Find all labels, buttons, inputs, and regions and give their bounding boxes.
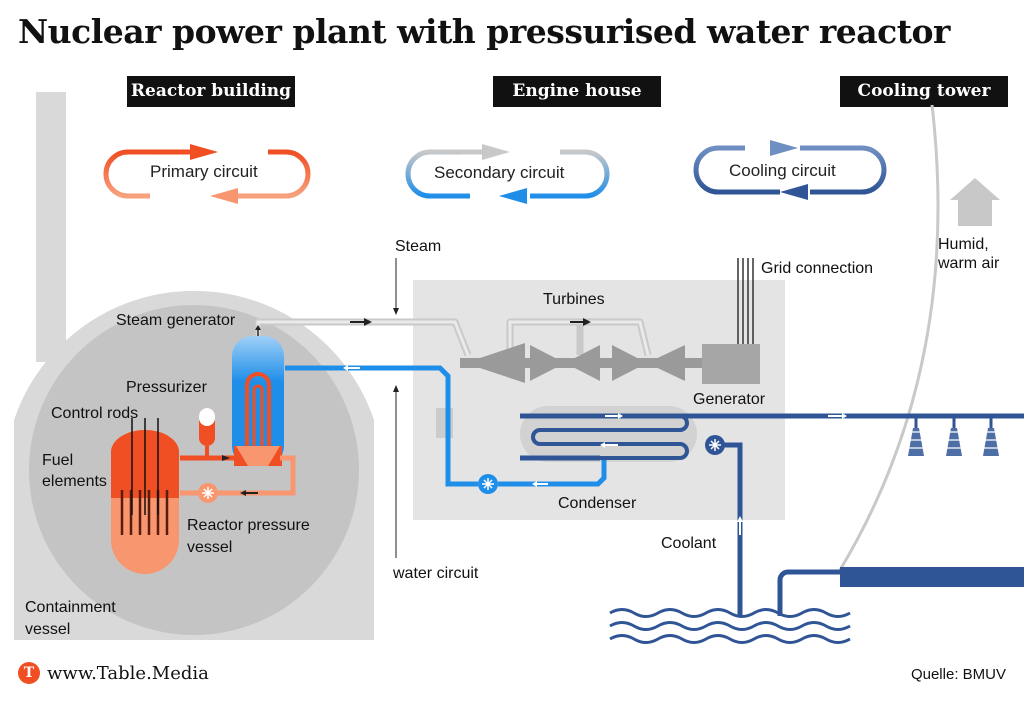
control-rods-shape: [131, 418, 159, 515]
legend-label-primary-circuit: Primary circuit: [150, 162, 258, 181]
label-reactor-pressure-vessel: Reactor pressure vessel: [187, 517, 310, 557]
label-fuel-elements: Fuel elements: [42, 452, 107, 490]
generator-shape: [702, 344, 760, 384]
exhaust-stack: [36, 92, 66, 362]
label-water-circuit: water circuit: [393, 565, 479, 582]
legend-label-secondary-circuit: Secondary circuit: [434, 163, 565, 182]
section-label-cooling-tower: Cooling tower: [840, 76, 1008, 107]
steam-generator-shape: [232, 336, 284, 466]
label-pressurizer: Pressurizer: [126, 379, 207, 396]
turbines-shape: [460, 343, 706, 383]
legend-primary-circuit: [103, 144, 311, 204]
legend-cooling-circuit: [693, 140, 887, 200]
source-credit: Quelle: BMUV: [910, 666, 1006, 683]
label-coolant: Coolant: [661, 535, 717, 552]
condenser-coil: [531, 414, 689, 460]
water-waves-icon: [609, 608, 851, 644]
label-humid-warm-air: Humid, warm air: [938, 236, 1000, 273]
spray-nozzles: [908, 418, 999, 456]
legend-label-cooling-circuit: Cooling circuit: [729, 161, 836, 180]
condenser-shape: [520, 406, 697, 462]
cooling-tower-outline: [837, 104, 1024, 572]
table-media-logo-icon: T: [18, 662, 40, 684]
up-arrow-icon: [950, 178, 1000, 226]
cooling-tower-basin: [840, 567, 1024, 587]
page-title: Nuclear power plant with pressurised wat…: [18, 12, 950, 51]
section-label-engine-house: Engine house: [493, 76, 661, 107]
label-steam: Steam: [395, 238, 442, 255]
label-control-rods: Control rods: [51, 405, 139, 422]
label-grid-connection: Grid connection: [761, 260, 874, 277]
label-condenser: Condenser: [558, 495, 637, 512]
legend-secondary-circuit: [405, 144, 610, 204]
brand-link[interactable]: www.Table.Media: [47, 662, 209, 684]
label-generator: Generator: [693, 391, 766, 408]
label-turbines: Turbines: [543, 291, 605, 308]
label-containment-vessel: Containment vessel: [25, 599, 116, 639]
grid-connection-wires: [737, 258, 754, 344]
label-steam-generator: Steam generator: [116, 312, 236, 329]
footer-brand: T www.Table.Media: [18, 662, 209, 684]
pressurizer-shape: [199, 408, 215, 456]
section-label-reactor-building: Reactor building: [127, 76, 295, 107]
